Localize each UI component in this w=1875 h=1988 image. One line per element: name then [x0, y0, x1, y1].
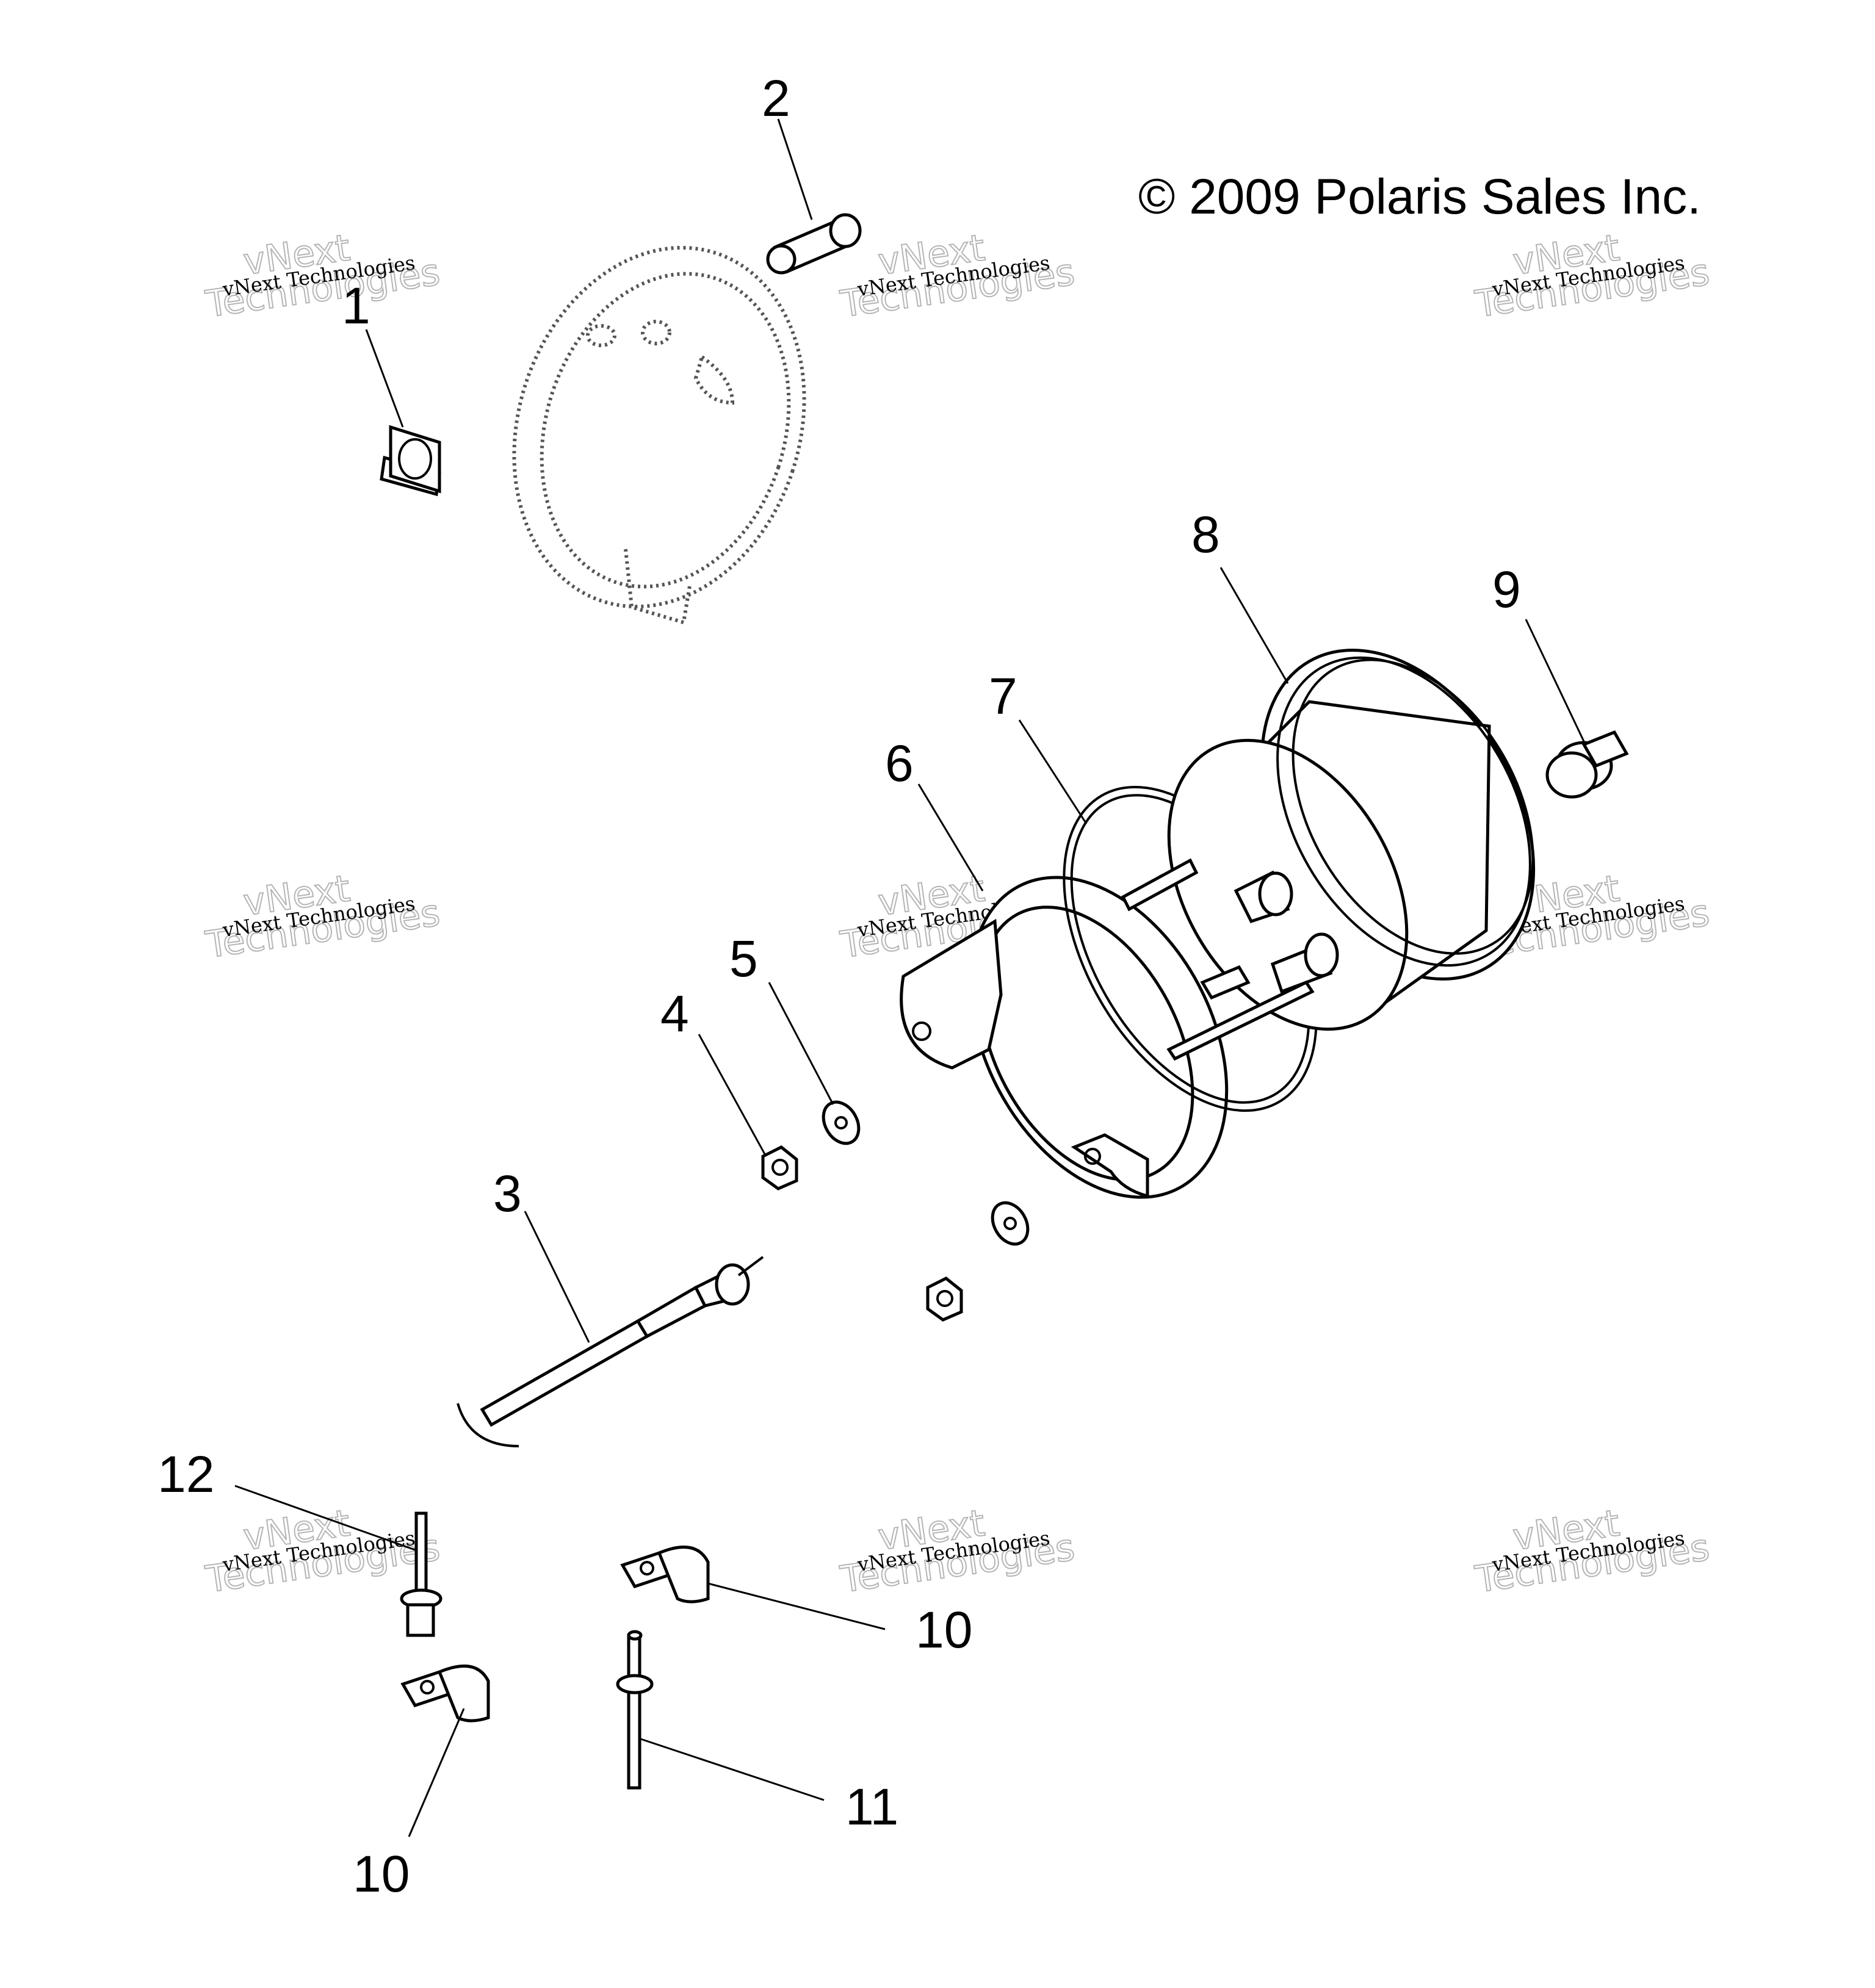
instrument-housing: [512, 245, 806, 625]
watermark: vNext Technologies vNext Technologies: [202, 1501, 443, 1602]
part-11-rivet: [616, 1630, 654, 1790]
callout-1: 1: [342, 277, 370, 334]
callout-9: 9: [1492, 561, 1521, 618]
leader-7: [1018, 719, 1088, 824]
part-9-plug: [1545, 730, 1629, 799]
part-12-rivet: [400, 1511, 443, 1637]
leader-9: [1525, 619, 1585, 742]
callout-10-left: 10: [353, 1845, 410, 1903]
part-6-bracket: [900, 876, 1229, 1199]
leader-lines: [234, 118, 1585, 1837]
part-5-washer: [822, 1100, 861, 1145]
leader-4: [698, 1034, 767, 1157]
leader-8: [1219, 567, 1289, 684]
copyright-notice: © 2009 Polaris Sales Inc.: [1138, 169, 1701, 225]
leader-11: [640, 1738, 825, 1801]
callout-8: 8: [1191, 506, 1220, 563]
leader-2: [777, 118, 813, 220]
leader-5: [768, 982, 834, 1105]
leader-3: [524, 1211, 590, 1343]
callout-11: 11: [845, 1778, 898, 1835]
leader-10b: [408, 1708, 465, 1837]
watermark: vNext Technologies vNext Technologies: [202, 226, 443, 326]
leader-10a: [707, 1582, 886, 1630]
leader-12: [234, 1485, 416, 1551]
callout-7: 7: [989, 668, 1017, 725]
callout-4: 4: [660, 985, 689, 1042]
watermark: vNext Technologies vNext Technologies: [837, 226, 1077, 326]
callout-10-right: 10: [916, 1601, 972, 1658]
callout-3: 3: [493, 1165, 522, 1222]
part-4-nut: [761, 1145, 798, 1190]
part-2-pin: [766, 213, 862, 275]
callout-2: 2: [762, 70, 790, 127]
part-8-gauge: [1121, 649, 1536, 1061]
watermark: vNext Technologies vNext Technologies: [1472, 226, 1712, 326]
watermark: vNext Technologies vNext Technologies: [202, 866, 443, 967]
part-10-clip-right: [620, 1545, 710, 1604]
nut: [926, 1277, 963, 1322]
watermark: vNext Technologies vNext Technologies: [837, 1501, 1077, 1602]
callout-6: 6: [885, 735, 914, 792]
part-10-clip-left: [400, 1664, 490, 1723]
callout-labels: 1 2 3 4 5 6 7 8 9 10 10 11 12: [157, 70, 1521, 1903]
part-3-cable: [457, 1256, 764, 1447]
leader-6: [917, 783, 984, 891]
washer: [991, 1201, 1030, 1246]
callout-5: 5: [729, 930, 758, 987]
part-1-gasket: [380, 425, 441, 497]
callout-12: 12: [157, 1446, 214, 1503]
leader-1: [365, 329, 404, 428]
watermark: vNext Technologies vNext Technologies: [1472, 1501, 1712, 1602]
